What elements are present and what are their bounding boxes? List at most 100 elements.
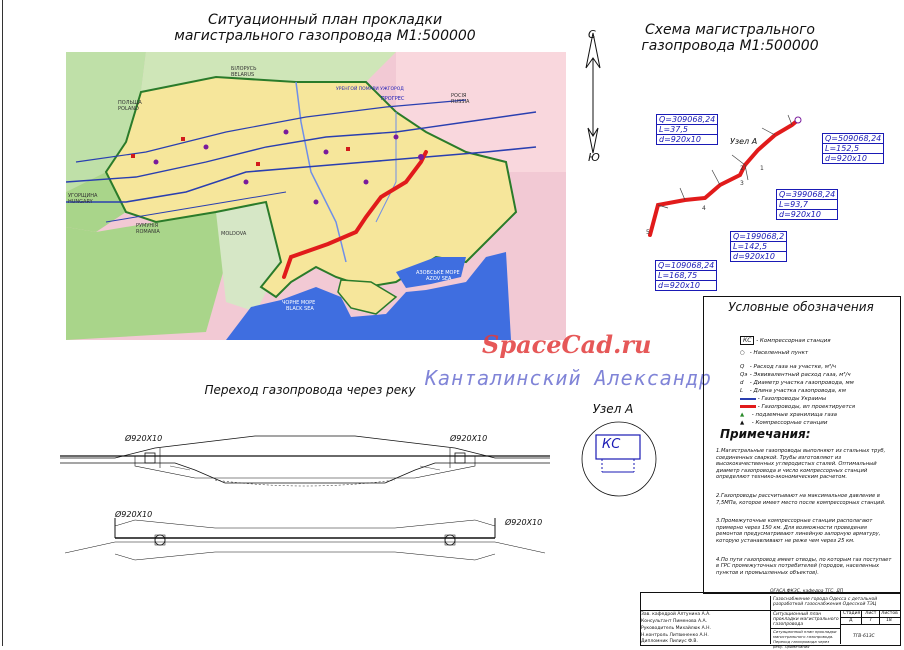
segment-5-l: 168,75 <box>669 271 698 280</box>
legend-item-projected: - Газопроводы, вп проектируется <box>740 404 855 410</box>
note-4: 4.По пути газопровод имеет отводы, по ко… <box>716 556 892 576</box>
stamp-row-2-name: Пименова <box>672 619 697 624</box>
stamp-row-4: Н.контроль Литвиненко А.Н. <box>641 633 709 638</box>
legend-symbol-qe: Qэ <box>740 372 748 378</box>
svg-text:AZOV SEA: AZOV SEA <box>426 276 452 282</box>
segment-box-4: Q=199068,2 L=142,5 d=920x10 <box>730 231 788 262</box>
d-prefix: d= <box>658 281 670 290</box>
map-title-line2: магистрального газопровода М1:500000 <box>174 28 476 44</box>
l-prefix: L= <box>658 271 670 280</box>
d-prefix: d= <box>733 252 745 261</box>
watermark-site: SpaceCad.ru <box>482 330 652 359</box>
q-prefix: Q= <box>658 261 671 270</box>
triangle-icon: ▲ <box>740 420 745 426</box>
scheme-title-line2: газопровода М1:500000 <box>641 38 819 54</box>
stamp-row-3: Руководитель Михайлюк А.Н. <box>641 626 711 631</box>
node-title: Узел А <box>592 402 634 416</box>
segment-1-d: 920x10 <box>670 135 701 144</box>
stamp-signatures: Зав. кафедрой Алтунина А.А. Консультант … <box>640 610 770 645</box>
stamp-row-3-initials: А.Н. <box>701 626 711 631</box>
l-prefix: L= <box>659 125 671 134</box>
segment-1-l: 37,5 <box>670 125 688 134</box>
scheme-diagram: 5 4 3 2 1 <box>646 114 802 237</box>
l-prefix: L= <box>779 200 791 209</box>
svg-text:BLACK SEA: BLACK SEA <box>286 306 314 312</box>
legend-text-storage: - подземные хранилища газа <box>751 412 838 418</box>
stamp-row-4-initials: А.Н. <box>699 633 709 638</box>
legend-symbol-ks: КС <box>740 336 755 345</box>
d-prefix: d= <box>659 135 671 144</box>
legend-item-ua-pipes: - Газопроводы Украины <box>740 396 826 402</box>
segment-4-d: 920x10 <box>744 252 775 261</box>
stamp-row-2-role: Консультант <box>641 619 672 624</box>
q-prefix: Q= <box>733 232 746 241</box>
svg-text:5: 5 <box>646 229 650 236</box>
red-line-icon <box>740 405 756 408</box>
stamp-grid: Стадия Лист Листов Д 7 18 ТГВ-613С <box>840 610 900 644</box>
legend-text-q: - Расход газа на участке, м³/ч <box>749 364 837 370</box>
q-prefix: Q= <box>779 190 792 199</box>
stamp-row-1-initials: А.А. <box>701 612 711 617</box>
crossing-drawing <box>60 435 550 561</box>
notes-list: 1.Магистральные газопроводы выполняют из… <box>716 448 892 576</box>
legend-item-qe: Qэ - Эквивалентный расход газа, м³/ч <box>740 372 851 378</box>
l-prefix: L= <box>825 144 837 153</box>
green-triangle-icon: ▲ <box>740 412 745 418</box>
crossing-dim-3: Ø920X10 <box>115 510 153 519</box>
segment-3-d: 920x10 <box>790 210 821 219</box>
segment-4-l: 142,5 <box>744 242 768 251</box>
scheme-title-line1: Схема магистрального <box>644 22 816 38</box>
legend-symbol-q: Q <box>740 364 745 370</box>
segment-2-q: 509068,24 <box>838 134 882 143</box>
svg-text:2: 2 <box>740 165 744 172</box>
note-3: 3.Промежуточные компрессорные станции ра… <box>716 518 881 544</box>
stamp-row-4-role: Н.контроль <box>641 633 668 638</box>
legend-item-storage: ▲ - подземные хранилища газа <box>740 412 837 418</box>
svg-text:MOLDOVA: MOLDOVA <box>221 231 247 237</box>
svg-text:HUNGARY: HUNGARY <box>68 199 94 205</box>
segment-5-d: 920x10 <box>669 281 700 290</box>
svg-text:РОСІЯ: РОСІЯ <box>451 93 466 99</box>
legend-text-d: - Диаметр участка газопровода, мм <box>749 380 854 386</box>
stamp-sheet-title-cell: Ситуационный план прокладки магистрально… <box>770 610 841 629</box>
svg-text:АЗОВСЬКЕ МОРЕ: АЗОВСЬКЕ МОРЕ <box>416 270 460 276</box>
stamp-row-2: Консультант Пименова А.А. <box>641 619 707 624</box>
segment-box-5: Q=109068,24 L=168,75 d=920x10 <box>655 260 718 291</box>
legend-title: Условные обозначения <box>728 300 874 314</box>
legend-symbol-l: L <box>740 388 744 394</box>
legend-item-l: L - Длина участка газопровода, км <box>740 388 846 394</box>
crossing-dim-2: Ø920X10 <box>450 434 488 443</box>
legend-text-qe: - Эквивалентный расход газа, м³/ч <box>749 372 851 378</box>
segment-box-1: Q=309068,24 L=37,5 d=920x10 <box>656 114 719 145</box>
stamp-col-stage: Стадия <box>843 611 861 616</box>
svg-text:POLAND: POLAND <box>118 106 139 112</box>
stamp-sheets: 18 <box>886 618 892 623</box>
q-prefix: Q= <box>659 115 672 124</box>
stamp-row-3-name: Михайлюк <box>675 626 701 631</box>
legend-text-ks: - Компрессорная станция <box>756 338 831 344</box>
segment-3-l: 93,7 <box>790 200 808 209</box>
legend-list: КС - Компрессорная станция ○ - Населенны… <box>740 336 890 456</box>
stamp-row-3-role: Руководитель <box>641 626 675 631</box>
compass-north: С <box>588 28 596 41</box>
segment-2-d: 920x10 <box>836 154 867 163</box>
segment-box-3: Q=399068,24 L=93,7 d=920x10 <box>776 189 839 220</box>
stamp-row-1: Зав. кафедрой Алтунина А.А. <box>641 612 711 617</box>
stamp-row-5-name: Пилиус <box>669 639 687 644</box>
crossing-dim-1: Ø920X10 <box>125 434 163 443</box>
legend-item-d: d - Диаметр участка газопровода, мм <box>740 380 854 386</box>
svg-text:RUSSIA: RUSSIA <box>451 99 470 105</box>
segment-1-q: 309068,24 <box>672 115 716 124</box>
d-prefix: d= <box>779 210 791 219</box>
note-1: 1.Магистральные газопроводы выполняют из… <box>716 448 886 481</box>
segment-box-2: Q=509068,24 L=152,5 d=920x10 <box>822 133 885 164</box>
node-circle <box>581 421 657 497</box>
compass-arrow <box>585 32 601 154</box>
segment-3-q: 399068,24 <box>792 190 836 199</box>
stamp-row-1-role: Зав. кафедрой <box>641 612 676 617</box>
legend-text-ua-pipes: - Газопроводы Украины <box>757 396 827 402</box>
stamp-row-5: Дипломник Пилиус Ф.В. <box>641 639 698 644</box>
node-ks: КС <box>602 437 621 452</box>
stamp-stage: Д <box>849 618 853 623</box>
stamp-sheet-desc-cell: Ситуационный план прокладки магистрально… <box>770 628 841 649</box>
